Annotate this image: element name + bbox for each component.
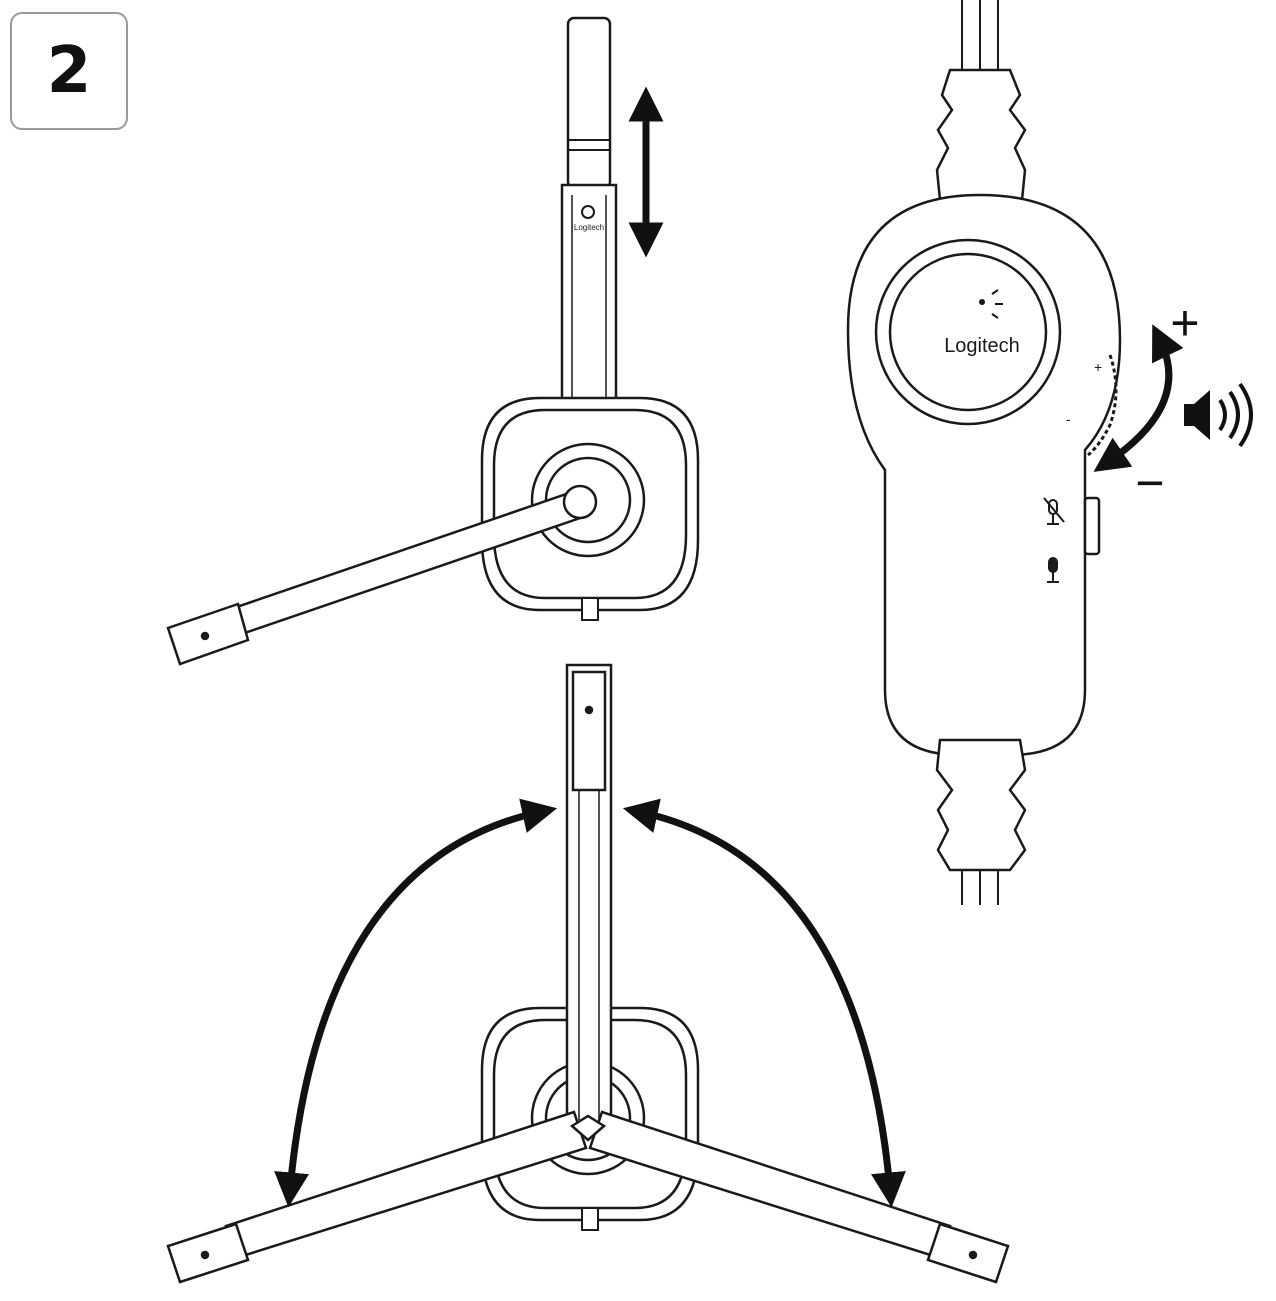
boom-logo-text: Logitech (574, 223, 604, 232)
boom-logo: Logitech (574, 205, 604, 232)
speaker-volume-icon (1184, 382, 1253, 448)
mic-icon (1047, 557, 1059, 583)
headband-slider (566, 16, 612, 190)
headset-top-view: Logitech (166, 16, 700, 666)
boom-mic (166, 484, 598, 666)
mic-mute-icon (1043, 497, 1065, 525)
step-number: 2 (46, 34, 92, 108)
step-number-badge: 2 (10, 12, 128, 130)
boom-mic-upright (565, 663, 613, 1127)
mute-switch (1083, 496, 1101, 556)
volume-minus-label: − (1135, 455, 1164, 511)
headband-arm (560, 183, 618, 422)
boom-rotation-arrow-icon (274, 798, 906, 1208)
volume-minus-small-label: - (1066, 411, 1071, 427)
pod-logo-text: Logitech (944, 335, 1020, 357)
volume-plus-small-label: + (1094, 359, 1102, 375)
top-strain-relief (935, 68, 1027, 202)
pod-logo: Logitech (944, 289, 1020, 357)
headset-bottom-view (166, 663, 1010, 1284)
volume-plus-label: + (1170, 295, 1199, 351)
inline-control-pod: Logitech + - (846, 0, 1122, 905)
volume-rotation-arrow-icon (1093, 324, 1184, 472)
logo-dial-inner (888, 252, 1048, 412)
bottom-strain-relief (935, 738, 1027, 872)
